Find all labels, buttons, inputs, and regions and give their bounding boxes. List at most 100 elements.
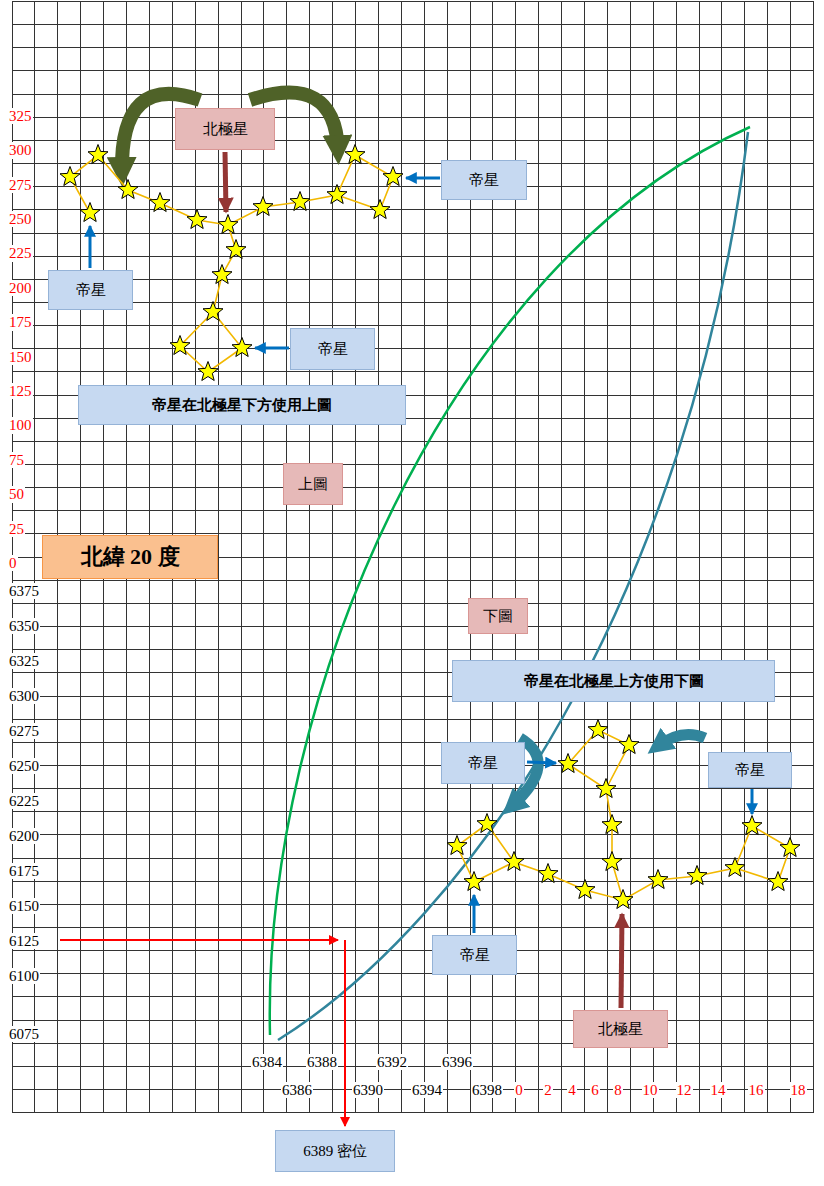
star <box>780 838 800 857</box>
grid-line <box>12 441 814 442</box>
axis-value: 6300 <box>8 688 40 705</box>
star-label: 帝星 <box>432 935 517 975</box>
star <box>253 197 273 216</box>
axis-value: 6325 <box>8 653 40 670</box>
star <box>88 145 108 164</box>
axis-value: 300 <box>8 142 33 159</box>
axis-value: 6200 <box>8 828 40 845</box>
grid-line <box>12 626 814 627</box>
pointer-arrow <box>751 789 754 814</box>
axis-value: 6225 <box>8 793 40 810</box>
axis-value: 2 <box>543 1082 553 1099</box>
star <box>504 852 524 871</box>
pointer-arrow <box>473 895 476 933</box>
star <box>588 720 608 739</box>
axis-value: 175 <box>8 314 33 331</box>
star <box>383 167 403 186</box>
star <box>187 210 207 229</box>
axis-value: 6390 <box>352 1082 384 1099</box>
node-text: 上圖 <box>298 475 328 493</box>
grid-line <box>12 256 814 257</box>
grid-line <box>12 603 814 604</box>
star <box>648 870 668 889</box>
result-box: 6389 密位 <box>275 1130 395 1172</box>
axis-value: 6394 <box>411 1082 443 1099</box>
grid-line <box>12 788 814 789</box>
axis-value: 125 <box>8 383 33 400</box>
instruction-box: 帝星在北極星下方使用上圖 <box>78 385 406 425</box>
star-label: 北極星 <box>175 108 275 150</box>
axis-value: 12 <box>676 1082 693 1099</box>
star <box>345 145 365 164</box>
node-text: 下圖 <box>483 607 513 625</box>
node-text: 6389 密位 <box>303 1142 367 1160</box>
constellation-line <box>457 824 790 900</box>
reading-arrow <box>344 940 346 1126</box>
grid-line <box>12 765 814 766</box>
node-text: 帝星 <box>460 946 490 964</box>
star <box>447 836 467 855</box>
grid-line <box>12 47 814 48</box>
star <box>198 362 218 381</box>
grid-line <box>12 348 814 349</box>
star <box>538 864 558 883</box>
star <box>596 779 616 798</box>
star <box>768 872 788 891</box>
grid-line <box>12 510 814 511</box>
grid-line <box>12 811 814 812</box>
star <box>477 814 497 833</box>
axis-value: 6075 <box>8 1026 40 1043</box>
star <box>613 890 633 909</box>
node-text: 帝星 <box>468 754 498 772</box>
axis-value: 8 <box>613 1082 623 1099</box>
reading-arrow <box>60 939 338 941</box>
star <box>725 858 745 877</box>
axis-value: 200 <box>8 280 33 297</box>
chart-tag: 下圖 <box>468 598 528 634</box>
node-text: 帝星 <box>318 340 348 358</box>
grid-line <box>12 140 814 141</box>
grid-line <box>12 1066 814 1067</box>
grid-line <box>12 858 814 859</box>
star <box>218 215 238 234</box>
grid-line <box>12 973 814 974</box>
pointer-arrow <box>89 226 92 268</box>
axis-value: 16 <box>748 1082 765 1099</box>
grid-line <box>12 834 814 835</box>
rotation-arrow <box>658 734 705 746</box>
axis-value: 10 <box>642 1082 659 1099</box>
axis-value: 6392 <box>376 1054 408 1071</box>
grid-line <box>12 233 814 234</box>
star <box>80 203 100 222</box>
grid-line <box>12 580 814 581</box>
pointer-arrow <box>225 152 226 212</box>
axis-value: 6150 <box>8 898 40 915</box>
constellation-line <box>70 155 393 225</box>
axis-value: 250 <box>8 211 33 228</box>
grid-line <box>12 904 814 905</box>
grid-line <box>12 719 814 720</box>
star-label: 帝星 <box>441 742 525 784</box>
star <box>327 185 347 204</box>
node-text: 北緯 20 度 <box>81 544 180 570</box>
axis-value: 6388 <box>306 1054 338 1071</box>
star <box>687 866 707 885</box>
axis-value: 0 <box>514 1082 524 1099</box>
star-label: 帝星 <box>290 328 375 370</box>
grid-line <box>12 70 814 71</box>
grid-line <box>12 24 814 25</box>
chart-tag: 上圖 <box>283 463 343 505</box>
grid-line <box>12 649 814 650</box>
axis-value: 225 <box>8 245 33 262</box>
axis-value: 6 <box>590 1082 600 1099</box>
star <box>464 872 484 891</box>
axis-value: 150 <box>8 349 33 366</box>
axis-value: 325 <box>8 108 33 125</box>
node-text: 帝星在北極星上方使用下圖 <box>524 672 704 690</box>
grid-line <box>12 950 814 951</box>
axis-value: 100 <box>8 417 33 434</box>
axis-value: 18 <box>790 1082 807 1099</box>
node-text: 帝星 <box>735 761 765 779</box>
